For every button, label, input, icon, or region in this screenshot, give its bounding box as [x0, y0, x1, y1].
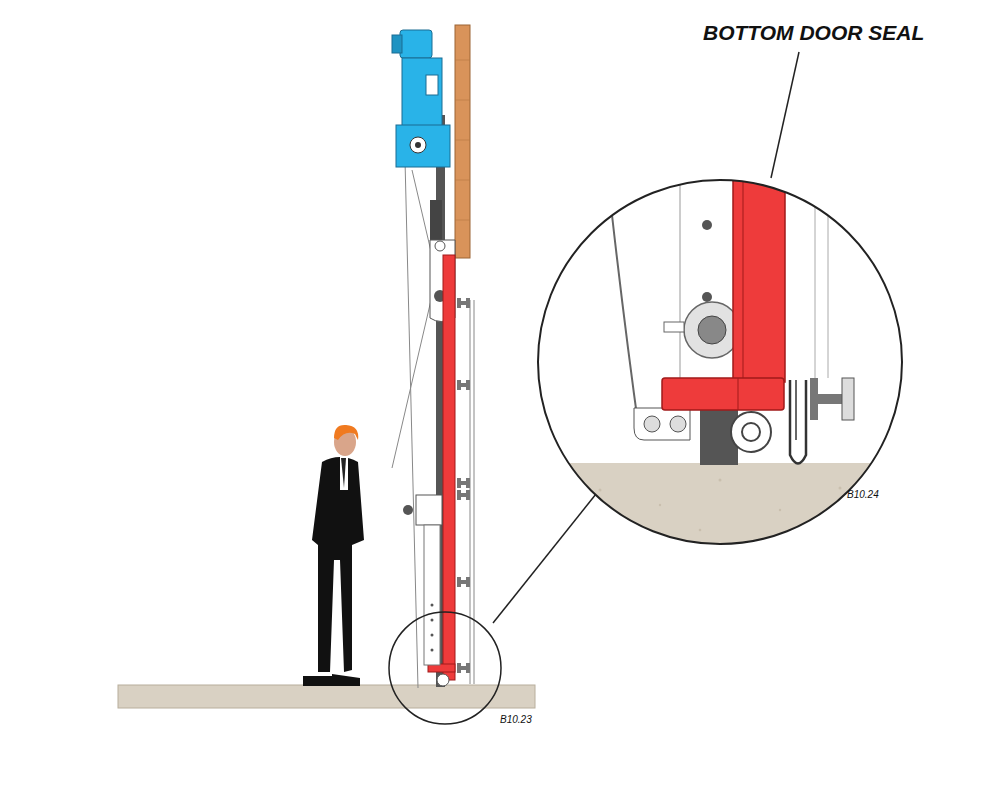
callout-title: BOTTOM DOOR SEAL	[703, 21, 924, 45]
figure-number: B10.23	[500, 714, 532, 725]
figure-number: B10.24	[847, 489, 879, 500]
